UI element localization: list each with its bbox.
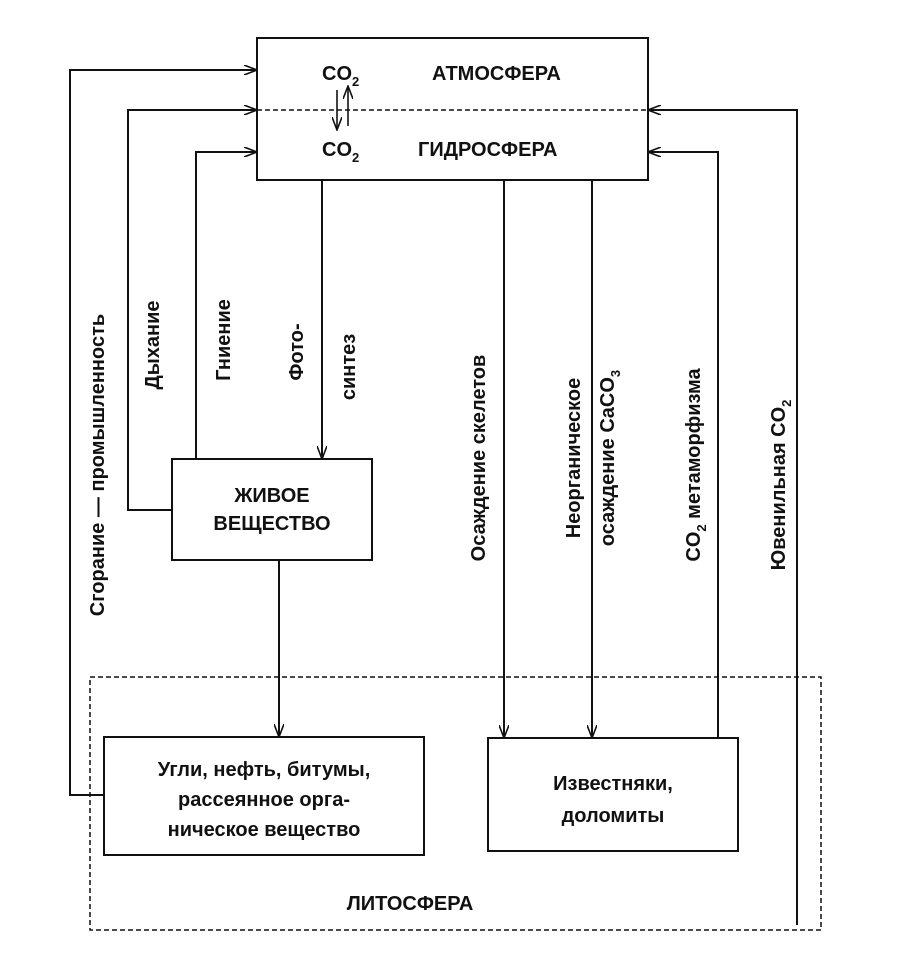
decay-flow-arrow	[195, 152, 257, 459]
limestone-line2: доломиты	[562, 805, 665, 827]
limestone-box	[487, 737, 739, 852]
organic-matter-line2: рассеянное орга-	[178, 789, 350, 811]
hydrosphere-co2: CO2	[322, 139, 359, 165]
organic-matter-line1: Угли, нефть, битумы,	[158, 759, 371, 781]
living-matter-box	[171, 458, 373, 561]
hydrosphere-label: ГИДРОСФЕРА	[418, 139, 557, 161]
limestone-line1: Известняки,	[553, 773, 673, 795]
living-matter-line2: ВЕЩЕСТВО	[213, 513, 330, 535]
lithosphere-label: ЛИТОСФЕРА	[347, 893, 474, 915]
lithosphere-boundary	[89, 676, 822, 931]
combustion-label: Сгорание — промышленность	[87, 314, 109, 616]
juvenile-co2-arrow	[648, 110, 798, 925]
metamorphism-label: CO2 метаморфизма	[683, 368, 709, 562]
respiration-label: Дыхание	[142, 300, 164, 389]
juvenile-co2-label: Ювенильная CO2	[768, 400, 794, 571]
skeleton-deposition-label: Осаждение скелетов	[468, 355, 490, 562]
atmosphere-co2: CO2	[322, 63, 359, 89]
decay-label: Гниение	[213, 299, 235, 381]
living-matter-line1: ЖИВОЕ	[233, 485, 309, 507]
respiration-flow-arrow	[127, 110, 257, 511]
photosynthesis-label-1: Фото-	[286, 323, 308, 380]
organic-matter-line3: ническое вещество	[168, 819, 361, 841]
combustion-flow-arrow	[69, 70, 257, 796]
organic-matter-box	[103, 736, 425, 856]
atmosphere-label: АТМОСФЕРА	[432, 63, 561, 85]
inorganic-label-2: осаждение CaCO3	[597, 370, 623, 546]
photosynthesis-label-2: синтез	[338, 334, 360, 400]
inorganic-label-1: Неорганическое	[563, 378, 585, 539]
metamorphism-flow-arrow	[648, 152, 719, 738]
atmosphere-hydrosphere-box	[256, 37, 649, 181]
